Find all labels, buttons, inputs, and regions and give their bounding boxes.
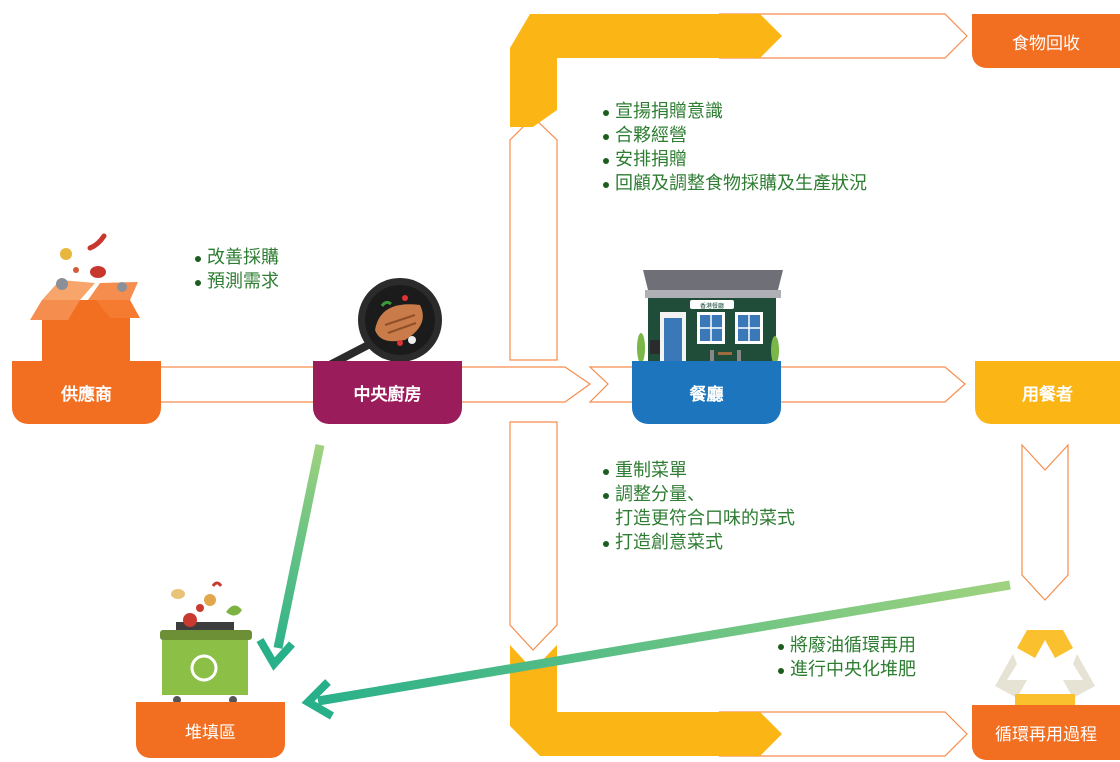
node-recycling: 循環再用過程 — [972, 705, 1120, 760]
pan-illustration — [316, 278, 442, 374]
flow-arrow-diner-to-recycling — [1021, 443, 1069, 601]
note-item: 合夥經營 — [601, 124, 867, 148]
flow-arrow-vertical-down — [509, 421, 558, 651]
landfill-bin-illustration — [160, 581, 252, 704]
note-item: 進行中央化堆肥 — [776, 658, 916, 682]
restaurant-sign: 香港餐廳 — [700, 302, 724, 310]
note-item: 調整分量、 — [601, 483, 795, 507]
note-item: 改善採購 — [193, 246, 279, 270]
note-item: 重制菜單 — [601, 459, 795, 483]
green-arrow-recycling-to-landfill — [301, 580, 1011, 720]
notes-restaurant-bottom: 重制菜單 調整分量、 打造更符合口味的菜式 打造創意菜式 — [601, 459, 795, 555]
restaurant-building-illustration: 香港餐廳 — [637, 270, 783, 368]
note-item: 安排捐贈 — [601, 148, 867, 172]
node-landfill: 堆填區 — [136, 702, 285, 758]
yellow-arrow-top — [510, 14, 782, 127]
note-item: 打造創意菜式 — [601, 531, 795, 555]
note-item-continuation: 打造更符合口味的菜式 — [615, 508, 795, 529]
node-restaurant: 餐廳 — [632, 361, 781, 424]
notes-recycling: 將廢油循環再用 進行中央化堆肥 — [776, 634, 916, 682]
note-item: 將廢油循環再用 — [776, 634, 916, 658]
node-supplier: 供應商 — [12, 361, 161, 424]
recycling-symbol-icon — [995, 630, 1095, 708]
notes-supplier: 改善採購 預測需求 — [193, 246, 279, 294]
note-item: 預測需求 — [193, 270, 279, 294]
flow-arrow-restaurant-to-diner — [588, 366, 966, 403]
node-diner: 用餐者 — [975, 361, 1120, 424]
note-item: 回顧及調整食物採購及生產狀況 — [601, 172, 867, 196]
flow-arrow-vertical-up — [509, 116, 558, 361]
supplier-box-illustration — [30, 233, 140, 365]
node-food-recovery: 食物回收 — [972, 14, 1120, 68]
note-item: 宣揚捐贈意識 — [601, 100, 867, 124]
green-arrow-kitchen-to-landfill — [256, 444, 325, 671]
notes-restaurant-top: 宣揚捐贈意識 合夥經營 安排捐贈 回顧及調整食物採購及生產狀況 — [601, 100, 867, 196]
yellow-arrow-bottom — [510, 645, 782, 756]
node-central-kitchen: 中央廚房 — [313, 361, 462, 424]
